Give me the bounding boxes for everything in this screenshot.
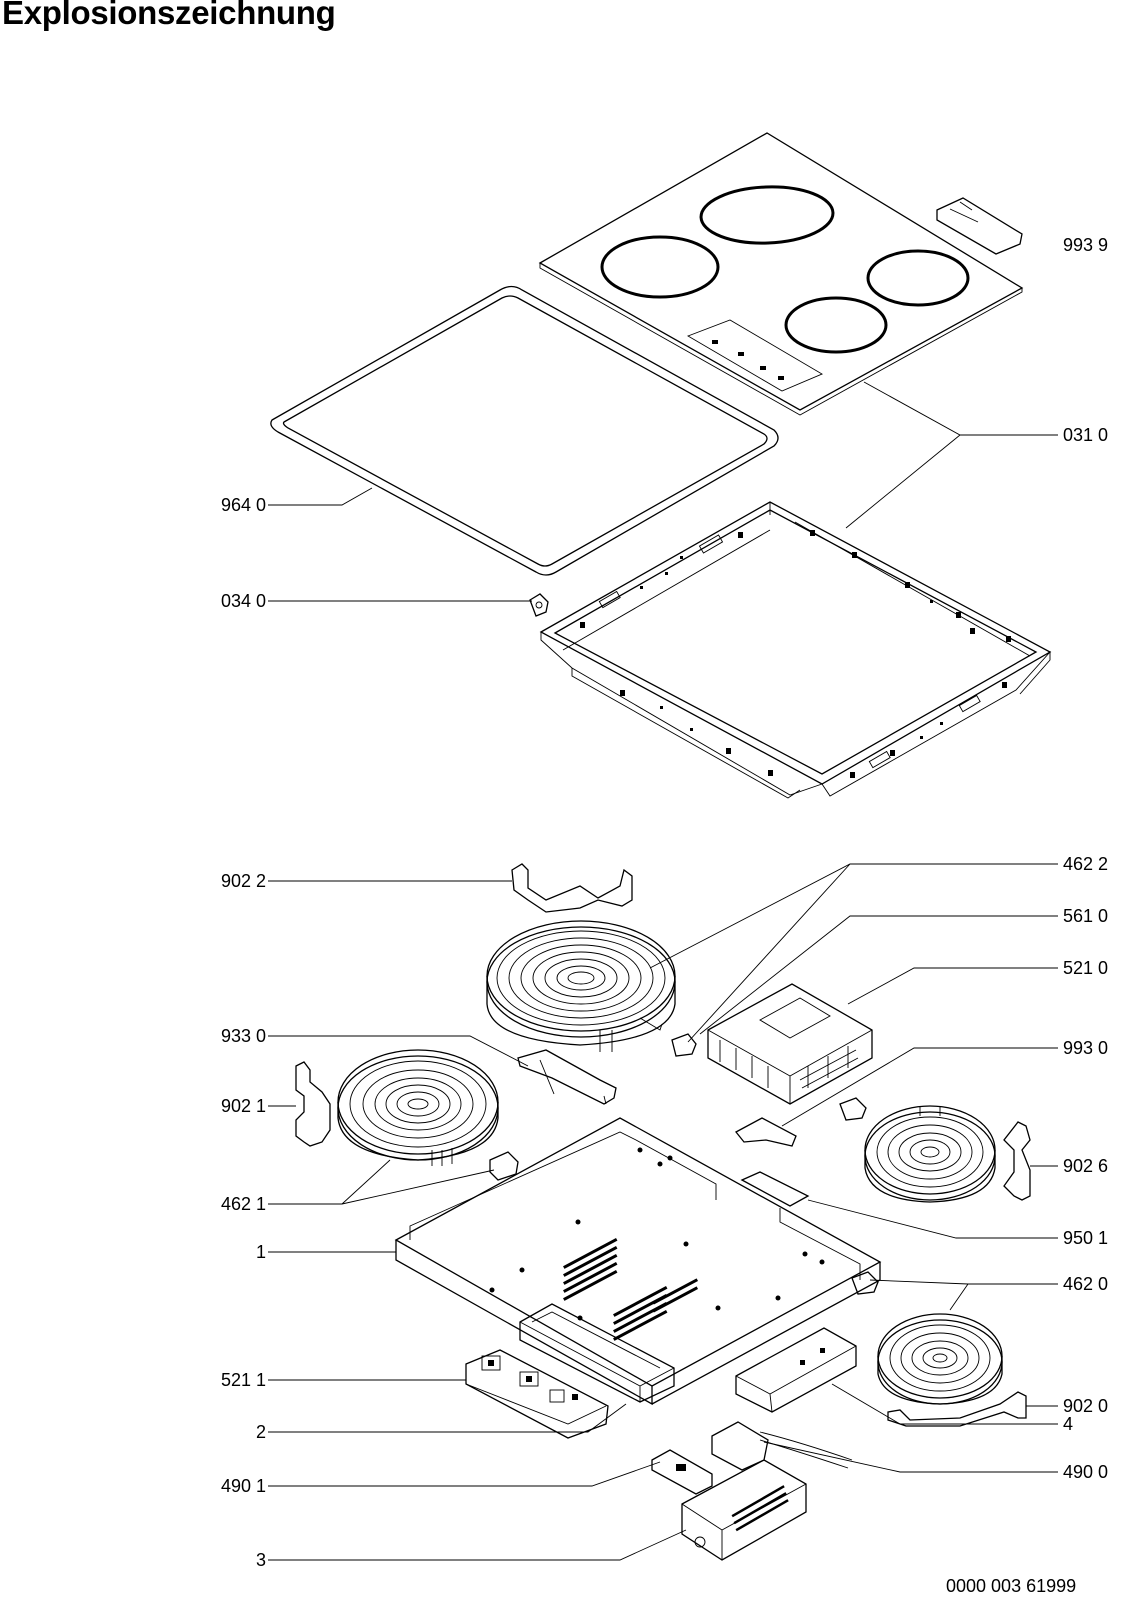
part-label-933-0: 933 0 bbox=[220, 1026, 266, 1046]
part-label-462-0: 462 0 bbox=[1063, 1274, 1109, 1294]
large-heating-element bbox=[486, 920, 676, 1052]
part-label-964-0: 964 0 bbox=[220, 495, 266, 515]
support-bracket bbox=[517, 1049, 617, 1105]
burner-bracket-top bbox=[511, 863, 633, 913]
filter-box bbox=[735, 1327, 857, 1413]
frame-clip bbox=[529, 593, 549, 617]
part-label-3: 3 bbox=[255, 1550, 266, 1570]
leader-lines bbox=[268, 381, 1058, 1561]
part-label-462-2: 462 2 bbox=[1063, 854, 1109, 874]
part-label-993-0: 993 0 bbox=[1063, 1038, 1109, 1058]
burner-bracket-left bbox=[295, 1061, 331, 1147]
part-label-902-6: 902 6 bbox=[1063, 1156, 1109, 1176]
part-label-521-1: 521 1 bbox=[220, 1370, 266, 1390]
terminal-block-small bbox=[651, 1449, 713, 1495]
burner-bracket-right bbox=[1003, 1121, 1031, 1201]
part-label-490-1: 490 1 bbox=[220, 1476, 266, 1496]
control-board bbox=[465, 1349, 609, 1439]
part-label-950-1: 950 1 bbox=[1063, 1228, 1109, 1248]
gasket-seal bbox=[270, 285, 779, 576]
glass-cooktop bbox=[538, 132, 1024, 416]
part-label-2: 2 bbox=[255, 1422, 266, 1442]
part-label-031-0: 031 0 bbox=[1063, 425, 1109, 445]
part-label-490-0: 490 0 bbox=[1063, 1462, 1109, 1482]
part-label-902-0: 902 0 bbox=[1063, 1396, 1109, 1416]
part-label-902-1: 902 1 bbox=[220, 1096, 266, 1116]
part-label-561-0: 561 0 bbox=[1063, 906, 1109, 926]
small-heating-element bbox=[877, 1313, 1003, 1405]
part-label-902-2: 902 2 bbox=[220, 871, 266, 891]
switch-right bbox=[839, 1097, 867, 1121]
small-contact bbox=[671, 1033, 697, 1057]
part-label-521-0: 521 0 bbox=[1063, 958, 1109, 978]
part-label-4: 4 bbox=[1063, 1414, 1074, 1434]
frame-tray bbox=[539, 501, 1052, 799]
part-label-993-9: 993 9 bbox=[1063, 235, 1109, 255]
insulation-strip bbox=[740, 1171, 810, 1207]
base-tray bbox=[394, 1117, 882, 1406]
part-label-034-0: 034 0 bbox=[220, 591, 266, 611]
control-clip bbox=[936, 197, 1023, 255]
burner-bracket-lower bbox=[887, 1391, 1027, 1427]
housing-box bbox=[519, 1303, 675, 1403]
switch-lower bbox=[851, 1271, 879, 1295]
spring-clip bbox=[735, 1117, 797, 1147]
bottom-cover bbox=[681, 1459, 807, 1561]
left-heating-element bbox=[337, 1049, 499, 1166]
page-title: Explosionszeichnung bbox=[2, 0, 336, 31]
document-number: 0000 003 61999 bbox=[946, 1576, 1077, 1596]
part-label-1: 1 bbox=[255, 1242, 266, 1262]
part-label-462-1: 462 1 bbox=[220, 1194, 266, 1214]
right-heating-element bbox=[864, 1105, 996, 1203]
control-module bbox=[707, 983, 873, 1105]
